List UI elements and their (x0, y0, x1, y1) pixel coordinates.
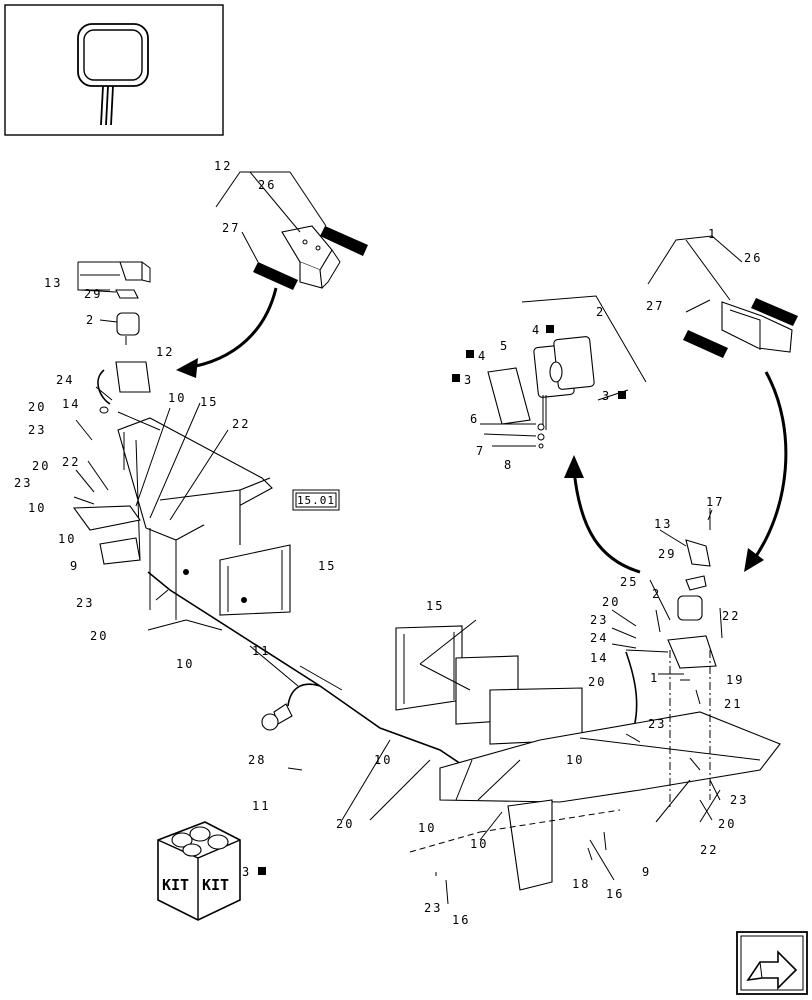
callout-23-g: 23 (424, 901, 442, 915)
callout-13-b: 13 (654, 517, 672, 531)
callout-16-b: 16 (452, 913, 470, 927)
kit-label-right: KIT (202, 876, 229, 894)
callout-26-b: 26 (744, 251, 762, 265)
kit-label-left: KIT (162, 876, 189, 894)
callout-22-b: 22 (232, 417, 250, 431)
kit-marker-square (452, 374, 460, 382)
callout-19: 19 (726, 673, 744, 687)
next-page-arrow-icon[interactable] (736, 931, 808, 995)
callout-10-b: 10 (28, 501, 46, 515)
callout-11: 11 (252, 644, 270, 658)
callout-26: 26 (258, 178, 276, 192)
callout-15-c: 15 (426, 599, 444, 613)
kit-marker-square (618, 391, 626, 399)
callout-20-c: 20 (90, 629, 108, 643)
right-lamp-assembly (625, 508, 717, 741)
callout-21: 21 (724, 697, 742, 711)
callout-28: 28 (248, 753, 266, 767)
callout-1-b: 1 (650, 671, 659, 685)
callout-22-d: 22 (700, 843, 718, 857)
curved-arrow-right (744, 371, 788, 572)
callout-27-b: 27 (646, 299, 664, 313)
callout-3-b: 3 (602, 389, 611, 403)
svg-text:15.01: 15.01 (297, 494, 335, 507)
callout-10-e: 10 (566, 753, 584, 767)
callout-11-b: 11 (252, 799, 270, 813)
callout-15: 15 (200, 395, 218, 409)
callout-17: 17 (706, 495, 724, 509)
callout-18: 18 (572, 877, 590, 891)
callout-23: 23 (28, 423, 46, 437)
right-frame (395, 625, 781, 891)
callout-2-c: 2 (652, 587, 661, 601)
callout-29-b: 29 (658, 547, 676, 561)
callout-10-g: 10 (418, 821, 436, 835)
callout-4-b: 4 (478, 349, 487, 363)
callout-20-d: 20 (602, 595, 620, 609)
callout-20-g: 20 (718, 817, 736, 831)
callout-22-c: 22 (722, 609, 740, 623)
curved-arrow-left (176, 287, 278, 378)
callout-20: 20 (28, 400, 46, 414)
callout-2-b: 2 (596, 305, 605, 319)
callout-25: 25 (620, 575, 638, 589)
callout-20-b: 20 (32, 459, 50, 473)
callout-16: 16 (606, 887, 624, 901)
callout-7: 7 (476, 444, 485, 458)
callout-24: 24 (56, 373, 74, 387)
callout-9-b: 9 (642, 865, 651, 879)
callout-6: 6 (470, 412, 479, 426)
callout-23-d: 23 (590, 613, 608, 627)
callout-23-e: 23 (648, 717, 666, 731)
callout-5: 5 (500, 339, 509, 353)
callout-23-b: 23 (14, 476, 32, 490)
callout-9: 9 (70, 559, 79, 573)
callout-27: 27 (222, 221, 240, 235)
callout-15-b: 15 (318, 559, 336, 573)
kit-marker-square (258, 867, 266, 875)
callout-3: 3 (464, 373, 473, 387)
bracket-detail-left (215, 171, 368, 290)
kit-marker-square (466, 350, 474, 358)
callout-10: 10 (168, 391, 186, 405)
callout-22: 22 (62, 455, 80, 469)
callout-12: 12 (214, 159, 232, 173)
callout-10-d: 10 (176, 657, 194, 671)
work-lamp-thumbnail (4, 4, 224, 136)
callout-23-f: 23 (730, 793, 748, 807)
kit-marker-square (546, 325, 554, 333)
callout-24-b: 24 (590, 631, 608, 645)
left-frame (72, 417, 291, 620)
callout-2: 2 (86, 313, 95, 327)
callout-14-b: 14 (590, 651, 608, 665)
callout-10-f: 10 (374, 753, 392, 767)
callout-29: 29 (84, 287, 102, 301)
kit-box-icon: KIT KIT (157, 821, 241, 921)
callout-20-f: 20 (336, 817, 354, 831)
leader-lines (73, 274, 723, 905)
callout-14: 14 (62, 397, 80, 411)
callout-3-c: 3 (242, 865, 251, 879)
bracket-detail-right (647, 235, 798, 358)
callout-20-e: 20 (588, 675, 606, 689)
callout-4: 4 (532, 323, 541, 337)
callout-1: 1 (708, 227, 717, 241)
left-lamp-assembly (77, 261, 151, 414)
curved-arrow-up (564, 455, 641, 574)
reference-box[interactable]: 15.01 (292, 489, 340, 511)
callout-10-c: 10 (58, 532, 76, 546)
lamp-exploded-view (487, 295, 647, 449)
callout-23-c: 23 (76, 596, 94, 610)
callout-12-b: 12 (156, 345, 174, 359)
callout-13: 13 (44, 276, 62, 290)
callout-8: 8 (504, 458, 513, 472)
callout-10-h: 10 (470, 837, 488, 851)
callout-labels: 12 26 27 13 29 2 12 24 14 20 23 20 22 23… (14, 159, 762, 927)
